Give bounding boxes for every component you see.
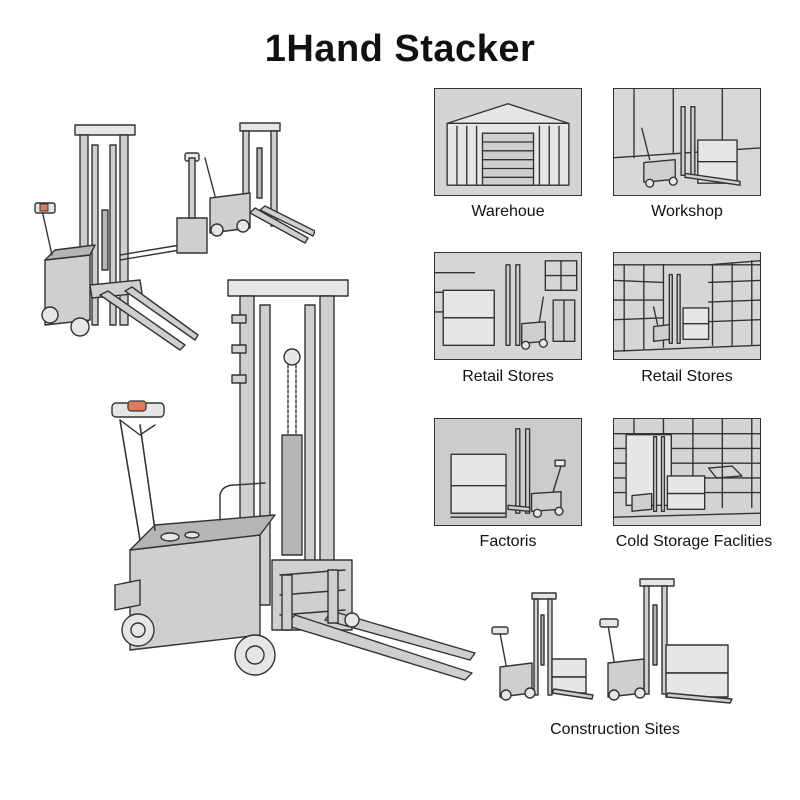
scene-label-cold-storage: Cold Storage Faclities	[615, 533, 773, 550]
retail-store-stacker-icon	[435, 253, 581, 359]
stacker-small-illustration-left-icon	[34, 124, 199, 351]
warehouse-building-icon	[435, 89, 581, 195]
workshop-stacker-icon	[614, 89, 760, 195]
cold-storage-thumbnail	[613, 418, 761, 526]
retail-store-thumbnail-2	[613, 252, 761, 360]
stacker-small-illustration-right-icon	[176, 122, 315, 254]
workshop-thumbnail	[613, 88, 761, 196]
warehouse-thumbnail	[434, 88, 582, 196]
scene-label-warehouse: Warehoue	[471, 203, 545, 220]
scene-label-construction-sites: Construction Sites	[550, 721, 680, 738]
factory-stacker-icon	[435, 419, 581, 525]
scene-label-retail-stores-2: Retail Stores	[641, 368, 733, 385]
factory-thumbnail	[434, 418, 582, 526]
retail-store-thumbnail-1	[434, 252, 582, 360]
page-title: 1Hand Stacker	[264, 28, 536, 70]
large-stacker-illustration-icon	[111, 279, 476, 681]
construction-stackers-icon	[491, 578, 733, 704]
cold-storage-stacker-icon	[614, 419, 760, 525]
scene-label-retail-stores-1: Retail Stores	[462, 368, 554, 385]
scene-label-factories: Factoris	[479, 533, 537, 550]
retail-store-shelving-icon	[614, 253, 760, 359]
scene-label-workshop: Workshop	[651, 203, 723, 220]
